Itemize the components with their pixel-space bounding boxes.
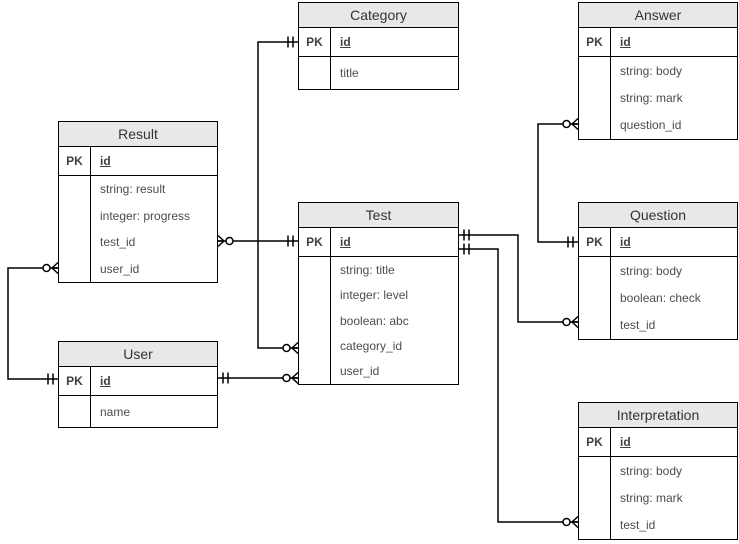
relationship-test-question[interactable] bbox=[459, 229, 579, 329]
relationship-category-test[interactable] bbox=[257, 36, 299, 355]
pk-field: id bbox=[620, 35, 631, 49]
entity-question[interactable]: Question PK id string: body boolean: che… bbox=[578, 202, 738, 340]
relationship-user-result[interactable] bbox=[7, 261, 59, 385]
pk-row: PK id bbox=[59, 147, 217, 176]
entity-answer[interactable]: Answer PK id string: body string: mark q… bbox=[578, 2, 738, 140]
pk-gutter bbox=[299, 257, 331, 384]
relationship-test-interpretation[interactable] bbox=[459, 243, 579, 529]
pk-field: id bbox=[340, 235, 351, 249]
pk-label: PK bbox=[579, 228, 611, 256]
attribute: question_id bbox=[620, 118, 682, 133]
attribute: test_id bbox=[620, 518, 656, 533]
attribute: title bbox=[340, 66, 359, 80]
pk-row: PK id bbox=[579, 28, 737, 57]
attribute: string: body bbox=[620, 463, 683, 478]
pk-gutter bbox=[59, 176, 91, 282]
attribute: test_id bbox=[100, 235, 136, 250]
entity-result[interactable]: Result PK id string: result integer: pro… bbox=[58, 121, 218, 283]
pk-row: PK id bbox=[59, 367, 217, 396]
pk-row: PK id bbox=[579, 428, 737, 457]
attribute: string: body bbox=[620, 263, 683, 278]
attribute: user_id bbox=[340, 364, 380, 379]
attribute: boolean: check bbox=[620, 290, 701, 305]
pk-gutter bbox=[299, 57, 331, 89]
pk-gutter bbox=[579, 57, 611, 139]
entity-title: Test bbox=[299, 203, 458, 228]
pk-field: id bbox=[100, 374, 111, 388]
pk-row: PK id bbox=[299, 28, 458, 57]
pk-label: PK bbox=[59, 147, 91, 175]
pk-label: PK bbox=[299, 28, 331, 56]
relationship-user-test[interactable] bbox=[218, 371, 299, 385]
attribute: string: mark bbox=[620, 490, 683, 505]
attribute: string: mark bbox=[620, 90, 683, 105]
pk-gutter bbox=[579, 257, 611, 339]
attribute: test_id bbox=[620, 318, 656, 333]
relationship-question-answer[interactable] bbox=[537, 117, 579, 248]
attribute: string: result bbox=[100, 182, 166, 197]
entity-title: Answer bbox=[579, 3, 737, 28]
relationship-test-result[interactable] bbox=[217, 234, 298, 248]
entity-user[interactable]: User PK id name bbox=[58, 341, 218, 428]
pk-label: PK bbox=[59, 367, 91, 395]
entity-title: User bbox=[59, 342, 217, 367]
pk-field: id bbox=[100, 154, 111, 168]
pk-field: id bbox=[620, 435, 631, 449]
pk-row: PK id bbox=[579, 228, 737, 257]
pk-row: PK id bbox=[299, 228, 458, 257]
pk-label: PK bbox=[579, 28, 611, 56]
pk-field: id bbox=[620, 235, 631, 249]
pk-gutter bbox=[579, 457, 611, 539]
attribute: user_id bbox=[100, 261, 140, 276]
attribute: integer: progress bbox=[100, 208, 191, 223]
entity-title: Question bbox=[579, 203, 737, 228]
attribute: string: body bbox=[620, 63, 683, 78]
attribute: string: title bbox=[340, 262, 395, 277]
attribute: integer: level bbox=[340, 288, 409, 303]
entity-title: Interpretation bbox=[579, 403, 737, 428]
entity-interpretation[interactable]: Interpretation PK id string: body string… bbox=[578, 402, 738, 540]
attribute: name bbox=[100, 404, 131, 419]
entity-test[interactable]: Test PK id string: title integer: level … bbox=[298, 202, 459, 385]
pk-label: PK bbox=[299, 228, 331, 256]
pk-label: PK bbox=[579, 428, 611, 456]
pk-field: id bbox=[340, 35, 351, 49]
attribute: boolean: abc bbox=[340, 313, 409, 328]
entity-title: Result bbox=[59, 122, 217, 147]
entity-title: Category bbox=[299, 3, 458, 28]
pk-gutter bbox=[59, 396, 91, 427]
entity-category[interactable]: Category PK id title bbox=[298, 2, 459, 90]
attribute: category_id bbox=[340, 338, 403, 353]
